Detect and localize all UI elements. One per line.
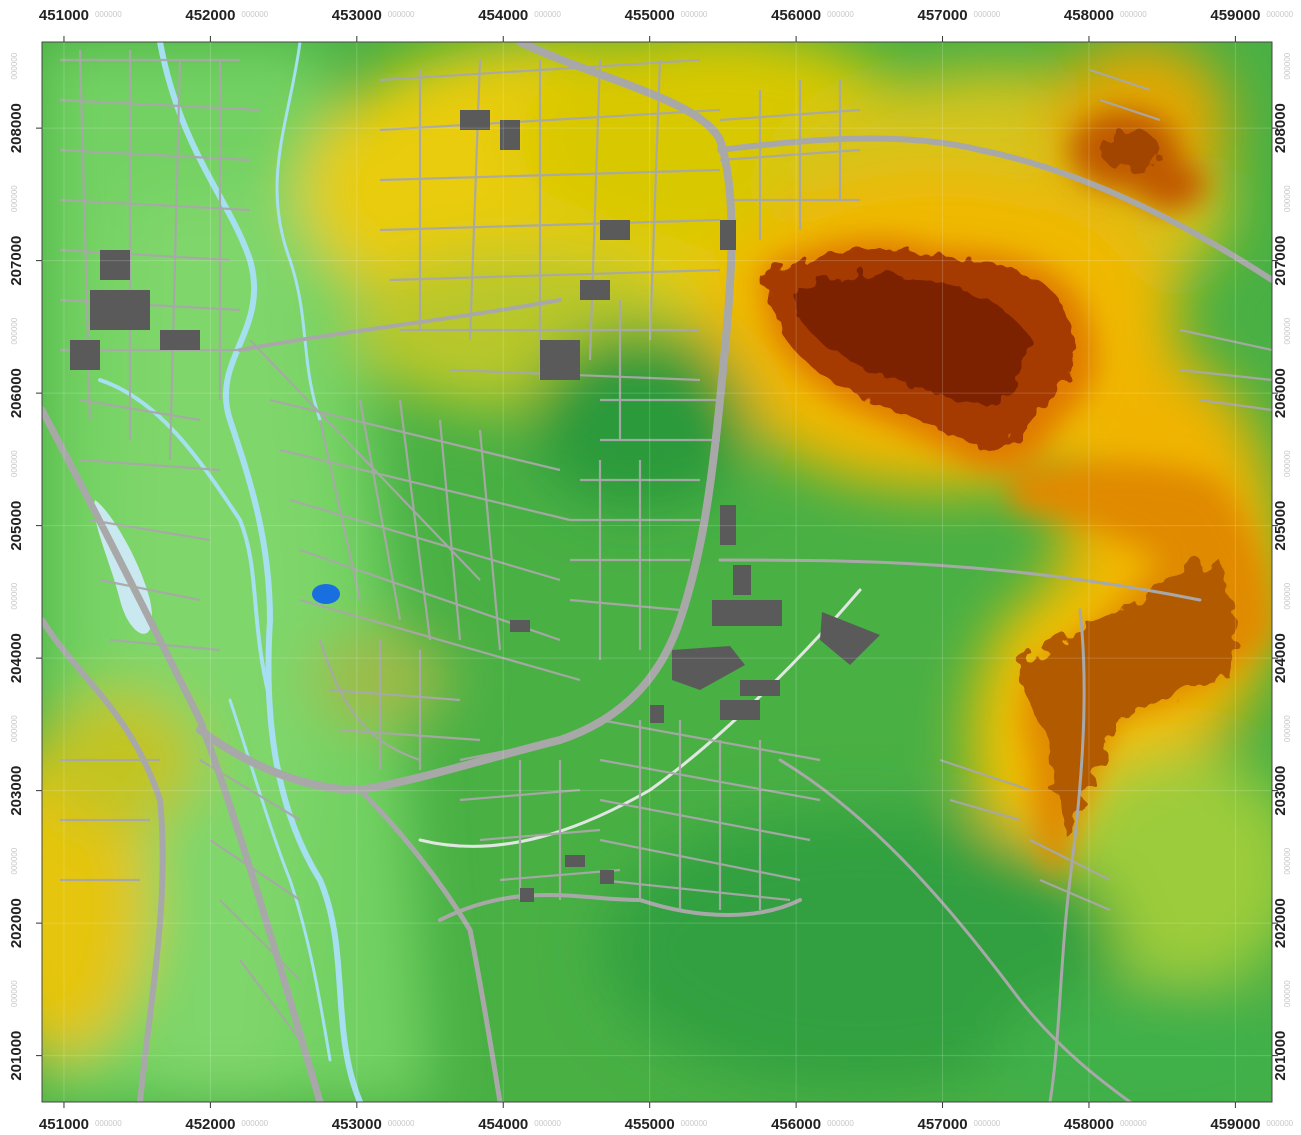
easting-label-top: 455000: [625, 7, 675, 24]
easting-label-top: 458000: [1064, 7, 1114, 24]
easting-suffix-top: 000000: [681, 10, 708, 19]
easting-label-top: 452000: [185, 7, 235, 24]
northing-label-left: 207000: [8, 236, 25, 286]
coordinate-grid: 451000 000000 451000 000000 452000 000000 4520…: [8, 7, 1294, 1133]
northing-suffix-left: 000000: [10, 715, 19, 742]
northing-suffix-left: 000000: [10, 185, 19, 212]
northing-label-right: 206000: [1272, 368, 1289, 418]
buildings: [70, 110, 880, 902]
road-network: [42, 42, 1272, 1102]
easting-suffix-top: 000000: [95, 10, 122, 19]
northing-label-left: 203000: [8, 766, 25, 816]
easting-suffix-bottom: 000000: [681, 1119, 708, 1128]
easting-suffix-bottom: 000000: [1266, 1119, 1293, 1128]
northing-suffix-right: 000000: [1283, 185, 1292, 212]
northing-label-left: 202000: [8, 898, 25, 948]
easting-label-bottom: 459000: [1210, 1116, 1260, 1133]
northing-suffix-right: 000000: [1283, 847, 1292, 874]
northing-suffix-left: 000000: [10, 450, 19, 477]
easting-label-bottom: 457000: [918, 1116, 968, 1133]
map-border: [41, 41, 1273, 1103]
northing-label-left: 205000: [8, 501, 25, 551]
northing-label-left: 206000: [8, 368, 25, 418]
easting-suffix-bottom: 000000: [827, 1119, 854, 1128]
northing-suffix-left: 000000: [10, 582, 19, 609]
easting-suffix-top: 000000: [241, 10, 268, 19]
northing-label-right: 208000: [1272, 103, 1289, 153]
northing-label-right: 202000: [1272, 898, 1289, 948]
easting-label-top: 459000: [1210, 7, 1260, 24]
northing-suffix-right: 000000: [1283, 317, 1292, 344]
easting-suffix-top: 000000: [388, 10, 415, 19]
northing-suffix-right: 000000: [1283, 52, 1292, 79]
northing-suffix-right: 000000: [1283, 980, 1292, 1007]
easting-label-top: 453000: [332, 7, 382, 24]
easting-suffix-bottom: 000000: [1120, 1119, 1147, 1128]
easting-suffix-bottom: 000000: [534, 1119, 561, 1128]
easting-suffix-top: 000000: [534, 10, 561, 19]
easting-label-bottom: 453000: [332, 1116, 382, 1133]
easting-suffix-bottom: 000000: [241, 1119, 268, 1128]
easting-label-bottom: 454000: [478, 1116, 528, 1133]
easting-label-bottom: 451000: [39, 1116, 89, 1133]
map-body: [42, 42, 1272, 1102]
easting-label-bottom: 458000: [1064, 1116, 1114, 1133]
northing-suffix-right: 000000: [1283, 582, 1292, 609]
lake: [312, 584, 340, 604]
easting-label-bottom: 456000: [771, 1116, 821, 1133]
easting-label-top: 451000: [39, 7, 89, 24]
northing-label-left: 204000: [8, 633, 25, 683]
northing-suffix-right: 000000: [1283, 715, 1292, 742]
elevation-layer: [42, 42, 1272, 1102]
easting-label-top: 456000: [771, 7, 821, 24]
easting-label-top: 457000: [918, 7, 968, 24]
easting-label-top: 454000: [478, 7, 528, 24]
easting-suffix-bottom: 000000: [95, 1119, 122, 1128]
urban-streets: [59, 49, 1272, 1041]
northing-label-right: 207000: [1272, 236, 1289, 286]
northing-suffix-left: 000000: [10, 847, 19, 874]
easting-suffix-top: 000000: [827, 10, 854, 19]
easting-suffix-bottom: 000000: [974, 1119, 1001, 1128]
northing-suffix-left: 000000: [10, 52, 19, 79]
northing-suffix-left: 000000: [10, 980, 19, 1007]
northing-suffix-left: 000000: [10, 317, 19, 344]
easting-suffix-top: 000000: [1266, 10, 1293, 19]
northing-label-left: 208000: [8, 103, 25, 153]
northing-label-left: 201000: [8, 1031, 25, 1081]
easting-suffix-top: 000000: [974, 10, 1001, 19]
easting-suffix-top: 000000: [1120, 10, 1147, 19]
northing-label-right: 205000: [1272, 501, 1289, 551]
northing-label-right: 204000: [1272, 633, 1289, 683]
northing-suffix-right: 000000: [1283, 450, 1292, 477]
easting-label-bottom: 455000: [625, 1116, 675, 1133]
northing-label-right: 203000: [1272, 766, 1289, 816]
northing-label-right: 201000: [1272, 1031, 1289, 1081]
easting-label-bottom: 452000: [185, 1116, 235, 1133]
easting-suffix-bottom: 000000: [388, 1119, 415, 1128]
